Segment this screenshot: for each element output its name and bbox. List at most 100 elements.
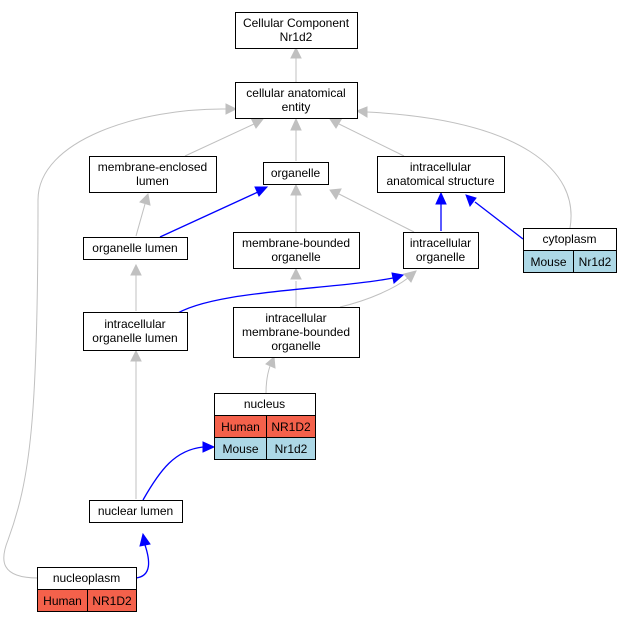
node-box (235, 82, 358, 119)
node-label: organelle (271, 166, 321, 180)
edge-io-organelle (338, 193, 415, 233)
node-label: cytoplasm (542, 232, 596, 246)
node-box (233, 307, 360, 358)
gene-label: NR1D2 (92, 594, 132, 608)
node-label: Nr1d2 (280, 30, 313, 44)
node-box (403, 232, 479, 269)
node-label: intracellular (410, 160, 471, 174)
node-label: Cellular Component (243, 16, 350, 30)
edge-mel-cae (184, 123, 255, 157)
arrowhead (139, 532, 151, 547)
node-label: organelle lumen (92, 241, 177, 255)
arrowhead (290, 183, 302, 196)
node-ol[interactable]: organelle lumen (83, 237, 188, 260)
annotation-row-human: Human NR1D2 (214, 415, 316, 438)
node-box (263, 162, 329, 185)
edge-cytoplasm-cae (366, 111, 572, 229)
edge-nucleoplasm-nl (135, 544, 150, 579)
node-label: cellular anatomical (246, 86, 345, 100)
node-label: entity (282, 100, 311, 114)
species-label: Human (221, 420, 260, 434)
gene-label: Nr1d2 (275, 442, 308, 456)
gene-cell (573, 250, 617, 273)
edge-iol-io (172, 277, 394, 317)
node-nl[interactable]: nuclear lumen (89, 500, 183, 523)
node-label: lumen (136, 174, 169, 188)
node-box (233, 232, 360, 269)
node-label: intracellular (104, 317, 165, 331)
species-label: Mouse (530, 255, 566, 269)
node-organelle[interactable]: organelle (263, 162, 329, 185)
arrowhead (391, 272, 405, 284)
species-label: Mouse (222, 442, 258, 456)
gene-cell (87, 589, 137, 612)
node-box (83, 237, 188, 260)
arrowhead (139, 192, 151, 206)
annotation-row-mouse: Mouse Nr1d2 (523, 250, 617, 273)
node-label: nucleoplasm (53, 571, 120, 585)
node-box (89, 500, 183, 523)
node-label: membrane-bounded (242, 325, 350, 339)
edge-nucleoplasm-cae (3, 108, 227, 579)
node-nucleus[interactable]: nucleus (214, 393, 316, 416)
node-box (83, 312, 188, 351)
node-box (89, 156, 217, 193)
node-label: organelle lumen (92, 331, 177, 345)
arrowhead (254, 186, 269, 197)
edge-ol-organelle (159, 191, 259, 238)
annotation-row-mouse: Mouse Nr1d2 (214, 437, 316, 460)
arrowhead (130, 349, 142, 362)
node-cytoplasm[interactable]: cytoplasm (523, 228, 617, 251)
node-label: intracellular (410, 236, 471, 250)
arrowhead (290, 267, 302, 280)
gene-cell (266, 437, 316, 460)
arrowhead (465, 194, 477, 208)
node-box (235, 12, 358, 49)
arrowhead (130, 263, 142, 276)
arrowhead (435, 191, 447, 205)
node-label: membrane-enclosed (98, 160, 207, 174)
arrowhead (403, 270, 417, 283)
arrowhead (202, 441, 216, 453)
arrowhead (265, 355, 276, 369)
edge-ias-cae (338, 123, 405, 157)
arrowhead (290, 46, 302, 59)
edge-nucleus-imbo (265, 365, 271, 394)
node-label: organelle (271, 250, 321, 264)
gene-label: Nr1d2 (579, 255, 612, 269)
node-box (377, 156, 505, 193)
node-label: organelle (271, 339, 321, 353)
annotation-row-human: Human NR1D2 (37, 589, 137, 612)
node-label: intracellular (265, 311, 326, 325)
arrowhead (329, 188, 342, 200)
edge-cytoplasm-ias (474, 201, 524, 240)
arrowhead (225, 103, 238, 115)
node-label: membrane-bounded (242, 236, 350, 250)
species-label: Human (43, 594, 82, 608)
arrowhead (355, 106, 368, 118)
node-label: anatomical structure (386, 174, 494, 188)
node-nucleoplasm[interactable]: nucleoplasm (37, 567, 137, 590)
arrowhead (290, 117, 302, 131)
node-label: nucleus (244, 397, 285, 411)
edge-ol-mel (135, 203, 146, 237)
gene-label: NR1D2 (271, 420, 311, 434)
arrowhead (250, 117, 264, 129)
node-label: organelle (416, 250, 466, 264)
arrowhead (329, 117, 343, 129)
edge-nl-nucleus (142, 446, 204, 501)
edge-imbo-io (339, 277, 409, 308)
node-label: nuclear lumen (98, 504, 173, 518)
graph-edges (3, 46, 572, 579)
